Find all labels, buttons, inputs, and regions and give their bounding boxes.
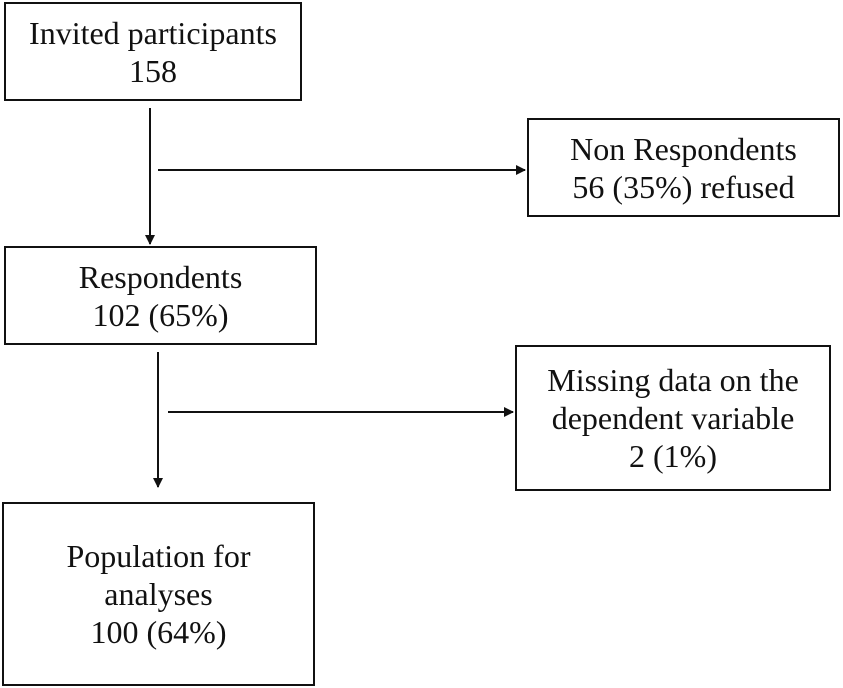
non-respondents-count: 56 (35%) refused — [572, 168, 795, 205]
population-label-line2: analyses — [104, 576, 213, 612]
non-respondents-label: Non Respondents — [570, 130, 797, 167]
population-label-line1: Population for — [66, 538, 251, 574]
respondents-box: Respondents 102 (65%) — [4, 246, 317, 345]
invited-participants-label: Invited participants — [29, 14, 277, 51]
respondents-count: 102 (65%) — [92, 296, 229, 333]
respondents-label: Respondents — [78, 258, 243, 295]
invited-participants-box: Invited participants 158 — [4, 2, 302, 101]
population-for-analyses-box: Population for analyses 100 (64%) — [2, 502, 315, 686]
missing-data-count: 2 (1%) — [629, 438, 717, 474]
missing-data-label-line1: Missing data on the — [547, 362, 799, 398]
non-respondents-box: Non Respondents 56 (35%) refused — [527, 118, 840, 217]
invited-participants-count: 158 — [129, 52, 177, 89]
population-count: 100 (64%) — [90, 614, 227, 650]
missing-data-label-line2: dependent variable — [551, 400, 795, 436]
missing-data-box: Missing data on the dependent variable 2… — [515, 345, 831, 491]
